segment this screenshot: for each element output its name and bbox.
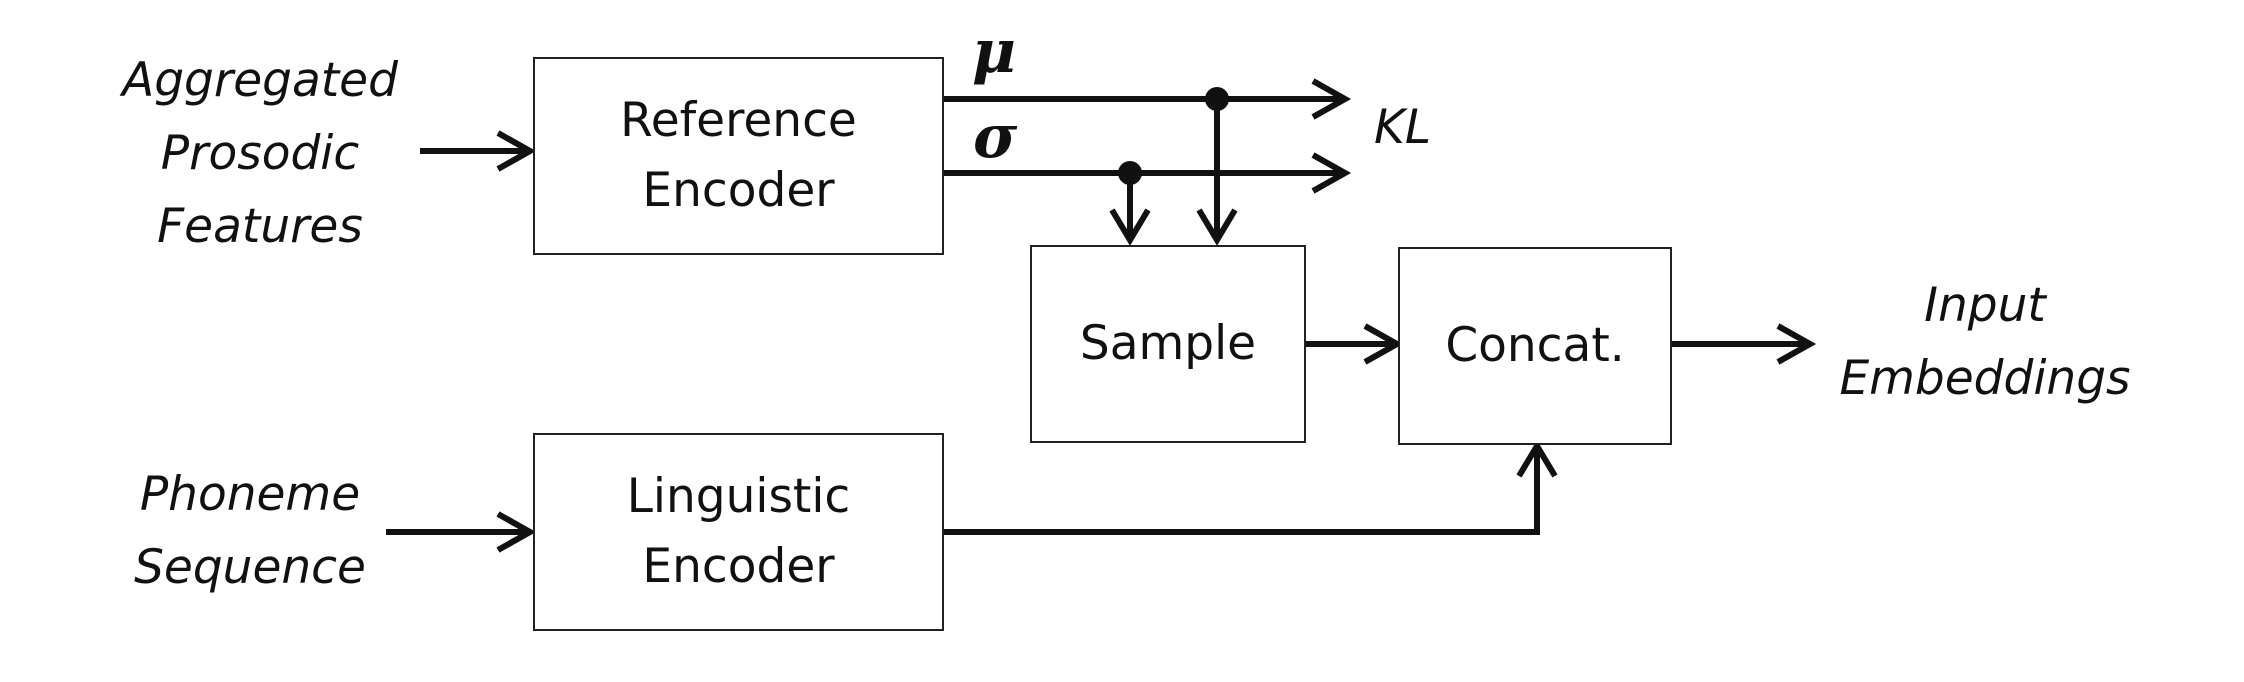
arrowhead-sigma <box>1311 152 1352 194</box>
reference-encoder-label: Reference Encoder <box>620 92 857 219</box>
arrowhead-sigma-sample <box>1109 208 1151 246</box>
arrowhead-ref-in <box>496 130 537 172</box>
output-input-embeddings: Input Embeddings <box>1839 278 2131 406</box>
sigma-label: σ <box>973 102 1018 172</box>
linguistic-encoder-block: Linguistic Encoder <box>533 433 944 631</box>
junction-dot-sigma <box>1118 161 1142 185</box>
input-phoneme-sequence: Phoneme Sequence <box>134 467 366 595</box>
sample-block: Sample <box>1030 245 1306 443</box>
concat-label: Concat. <box>1445 317 1625 373</box>
arrow-ling-to-concat <box>942 446 1540 535</box>
linguistic-encoder-label: Linguistic Encoder <box>626 468 851 595</box>
reference-encoder-block: Reference Encoder <box>533 57 944 255</box>
arrowhead-concat-in <box>1363 323 1404 365</box>
input-prosodic-features: Aggregated Prosodic Features <box>122 53 398 254</box>
junction-dot-mu <box>1205 87 1229 111</box>
arrowhead-mu <box>1311 78 1352 120</box>
arrowhead-output <box>1776 323 1817 365</box>
sample-label: Sample <box>1079 315 1257 371</box>
concat-block: Concat. <box>1398 247 1672 445</box>
arrowhead-concat-up <box>1516 440 1558 478</box>
mu-label: μ <box>972 17 1016 87</box>
arrowhead-mu-sample <box>1196 208 1238 246</box>
arrowhead-ling-in <box>496 511 537 553</box>
kl-label: KL <box>1374 100 1432 155</box>
